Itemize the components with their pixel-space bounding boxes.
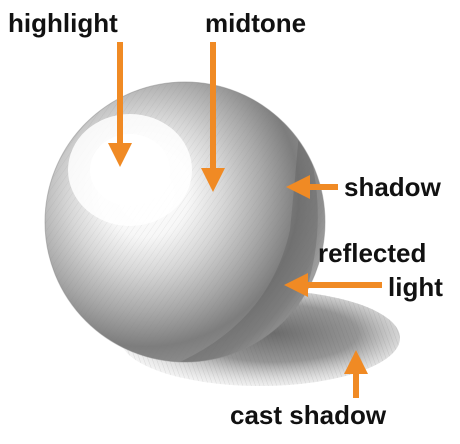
shadow-label: shadow (344, 172, 441, 202)
midtone-label: midtone (205, 8, 306, 38)
reflected-light-label-line2: light (388, 272, 443, 302)
highlight-label: highlight (8, 8, 118, 38)
reflected-light-label-line1: reflected (318, 238, 426, 268)
cast-shadow-label: cast shadow (230, 400, 386, 430)
